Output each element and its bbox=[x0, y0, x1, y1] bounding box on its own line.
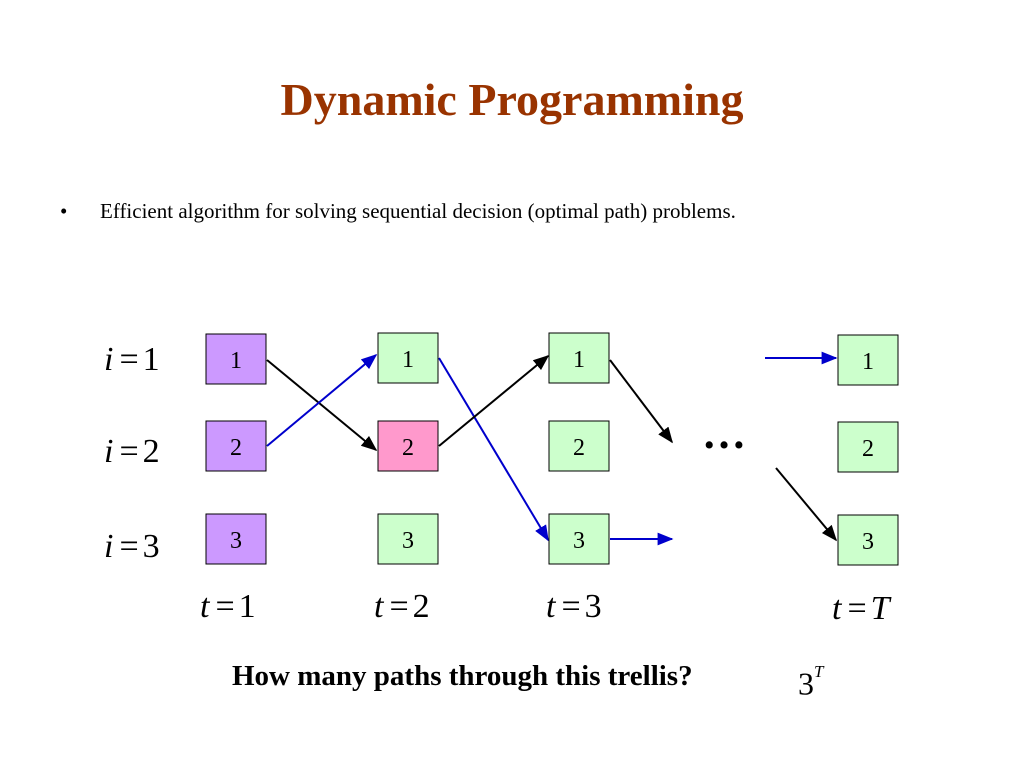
edge-c2n2-to-c3n1 bbox=[438, 354, 550, 447]
answer-formula: 3T bbox=[798, 660, 823, 702]
node-label: 1 bbox=[573, 347, 585, 373]
node-label: 2 bbox=[862, 436, 874, 462]
row-label-3: i=3 bbox=[104, 528, 160, 565]
node-c2-n1: 1 bbox=[377, 332, 439, 384]
trellis-edges bbox=[266, 351, 838, 546]
ellipsis: … bbox=[702, 409, 746, 458]
node-c3-n1: 1 bbox=[548, 332, 610, 384]
node-label: 1 bbox=[402, 347, 414, 373]
bullet-text: Efficient algorithm for solving sequenti… bbox=[100, 199, 736, 223]
answer-exponent: T bbox=[814, 662, 824, 681]
node-cT-n1: 1 bbox=[837, 334, 899, 386]
answer-base: 3 bbox=[798, 665, 814, 702]
bullet-icon: • bbox=[60, 199, 68, 223]
node-label: 1 bbox=[230, 348, 242, 374]
column-tT: 1 2 3 bbox=[837, 334, 899, 566]
node-c2-n2: 2 bbox=[377, 420, 439, 472]
edge-c1n1-to-c2n2 bbox=[266, 359, 378, 452]
node-label: 3 bbox=[402, 528, 414, 554]
node-label: 1 bbox=[862, 349, 874, 375]
node-label: 2 bbox=[573, 435, 585, 461]
node-label: 2 bbox=[402, 435, 414, 461]
question-text: How many paths through this trellis? bbox=[232, 660, 693, 692]
node-c1-n3: 3 bbox=[205, 513, 267, 565]
column-t1: 1 2 3 bbox=[205, 333, 267, 565]
node-label: 3 bbox=[230, 528, 242, 554]
edge-ellipsis-to-cTn3 bbox=[775, 467, 838, 542]
time-label-1: t=1 bbox=[200, 588, 256, 625]
node-c1-n2: 2 bbox=[205, 420, 267, 472]
slide-title: Dynamic Programming bbox=[280, 74, 744, 125]
node-label: 3 bbox=[862, 529, 874, 555]
time-label-T: t=T bbox=[832, 590, 892, 627]
node-cT-n3: 3 bbox=[837, 514, 899, 566]
node-c3-n3: 3 bbox=[548, 513, 610, 565]
time-label-2: t=2 bbox=[374, 588, 430, 625]
node-label: 3 bbox=[573, 528, 585, 554]
row-label-1: i=1 bbox=[104, 341, 160, 378]
edge-c1n2-to-c2n1 bbox=[266, 353, 378, 447]
node-label: 2 bbox=[230, 435, 242, 461]
time-labels: t=1 t=2 t=3 t=T bbox=[200, 588, 892, 627]
edge-c3n1-to-ellipsis bbox=[609, 359, 673, 444]
row-label-2: i=2 bbox=[104, 433, 160, 470]
row-labels: i=1 i=2 i=3 bbox=[104, 341, 160, 565]
column-t3: 1 2 3 bbox=[548, 332, 610, 565]
column-t2: 1 2 3 bbox=[377, 332, 439, 565]
edge-c2n1-to-c3n3 bbox=[438, 357, 549, 542]
node-c2-n3: 3 bbox=[377, 513, 439, 565]
node-cT-n2: 2 bbox=[837, 421, 899, 473]
time-label-3: t=3 bbox=[546, 588, 602, 625]
node-c3-n2: 2 bbox=[548, 420, 610, 472]
node-c1-n1: 1 bbox=[205, 333, 267, 385]
